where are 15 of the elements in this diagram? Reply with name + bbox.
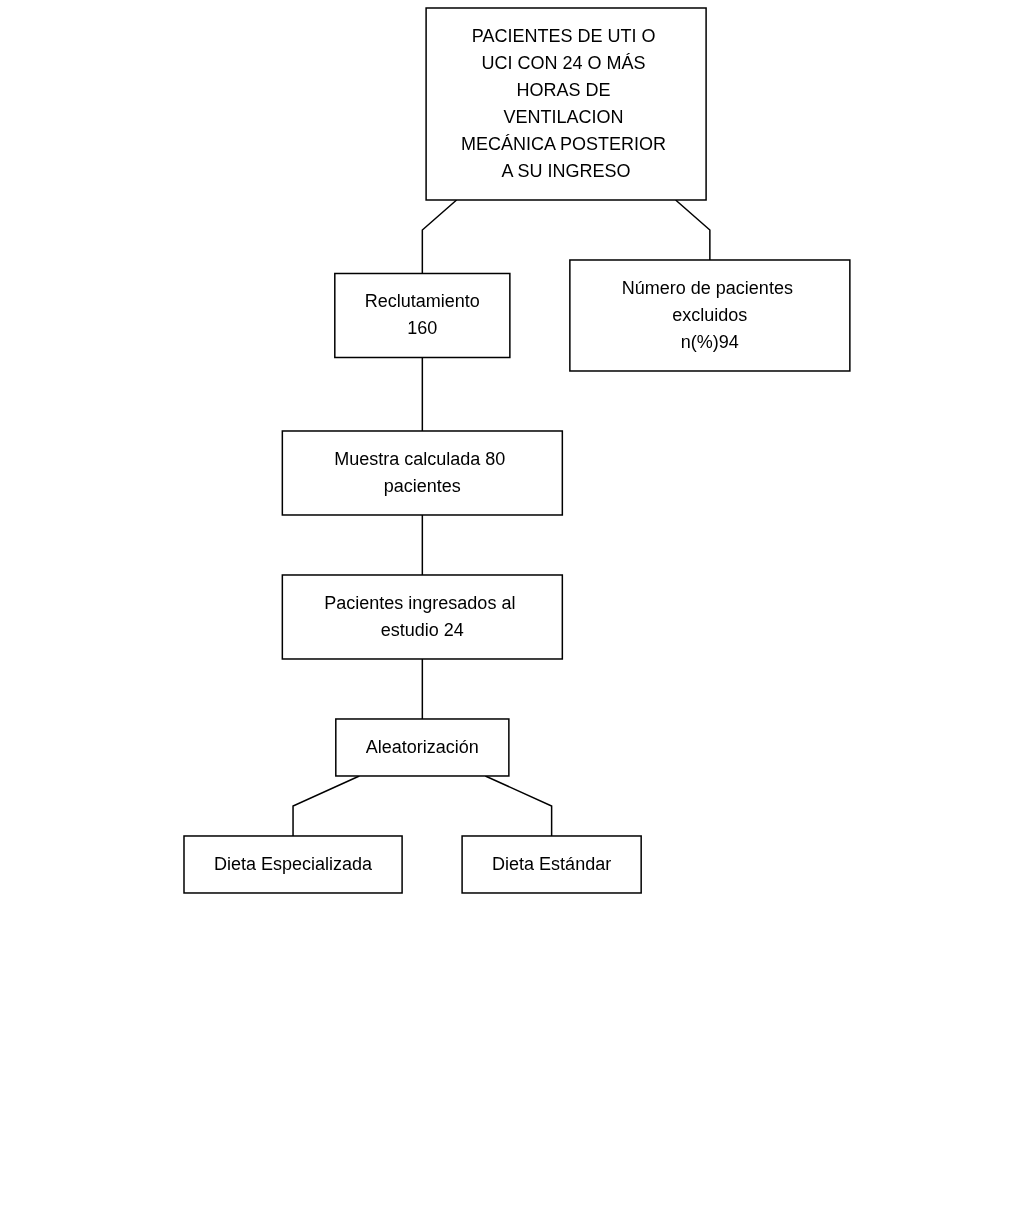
node-box: Número de pacientes excluidos n(%)94 xyxy=(569,259,851,372)
connector xyxy=(421,199,458,275)
node-box: PACIENTES DE UTI O UCI CON 24 O MÁS HORAS DE VENTILACION MECÁNICA POSTERIOR A SU INGRESO xyxy=(425,7,707,201)
connector xyxy=(674,199,711,261)
node-box: Reclutamiento 160 xyxy=(334,272,511,359)
node-box: Aleatorización xyxy=(335,718,510,777)
node-box: Pacientes ingresados al estudio 24 xyxy=(281,574,564,660)
connector xyxy=(421,658,424,720)
node-box: Dieta Estándar xyxy=(461,835,642,894)
connector xyxy=(421,514,424,576)
connector xyxy=(484,775,553,837)
connector xyxy=(421,356,424,432)
connector xyxy=(292,775,361,837)
node-box: Muestra calculada 80 pacientes xyxy=(281,430,564,516)
node-box: Dieta Especializada xyxy=(183,835,403,894)
